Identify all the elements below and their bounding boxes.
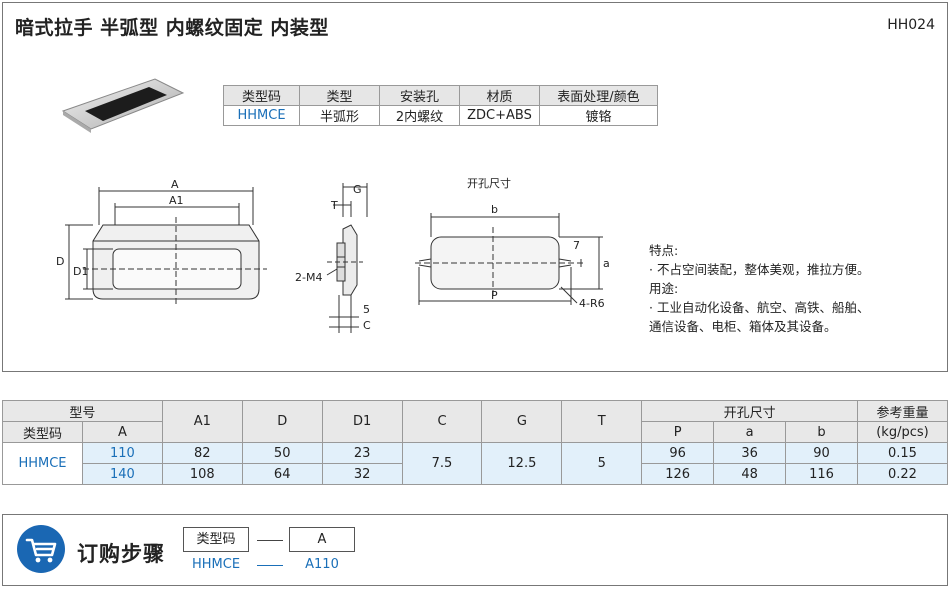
dim-label-D1: D1: [73, 265, 88, 278]
spec-header: 类型码: [223, 85, 300, 106]
product-panel: 暗式拉手 半弧型 内螺纹固定 内装型 HH024 类型码 类型 安装孔 材质 表…: [2, 2, 948, 372]
features-label: 特点:: [649, 243, 679, 258]
th-model: 型号: [2, 400, 163, 422]
cell-D: 64: [241, 463, 323, 485]
dim-label-C: C: [363, 319, 371, 332]
dim-label-radius: 4-R6: [579, 297, 605, 310]
cell-a: 48: [713, 463, 787, 485]
order-box-A: A: [289, 527, 355, 552]
th-b: b: [785, 421, 858, 443]
cell-weight: 0.15: [856, 442, 949, 464]
th-a: a: [713, 421, 787, 443]
spec-cell: 半弧形: [299, 105, 380, 126]
cell-C: 7.5: [401, 442, 483, 485]
cell-T: 5: [561, 442, 643, 485]
order-box-type: 类型码: [183, 527, 249, 552]
cell-P: 126: [641, 463, 715, 485]
dim-label-A1: A1: [169, 194, 184, 207]
cell-D1: 23: [321, 442, 403, 464]
thread-label: 2-M4: [295, 271, 322, 284]
product-image: [61, 78, 185, 133]
th-type-code: 类型码: [2, 421, 83, 443]
order-value-type: HHMCE: [191, 557, 241, 572]
th-weight: 参考重量: [856, 400, 949, 422]
th-D1: D1: [321, 400, 403, 443]
dim-label-b: b: [491, 203, 498, 216]
dim-label-A: A: [171, 178, 179, 191]
cart-icon: [17, 525, 65, 573]
type-code-cell: HHMCE: [2, 442, 83, 485]
spec-cell: 镀铬: [539, 105, 658, 126]
cell-A1: 82: [161, 442, 243, 464]
order-value-A: A110: [305, 557, 339, 572]
page-title: 暗式拉手 半弧型 内螺纹固定 内装型: [15, 17, 329, 39]
th-A1: A1: [161, 400, 243, 443]
spec-header: 类型: [299, 85, 380, 106]
dimension-table: 型号 A1 D D1 C G T 开孔尺寸 参考重量 类型码 A P a b (…: [2, 400, 949, 485]
usage-text: · 工业自动化设备、航空、高铁、船舶、: [649, 300, 870, 315]
th-P: P: [641, 421, 715, 443]
order-dash: [257, 565, 283, 566]
dim-label-a: a: [603, 257, 610, 270]
spec-header: 表面处理/颜色: [539, 85, 658, 106]
cell-G: 12.5: [481, 442, 563, 485]
spec-cell: 2内螺纹: [379, 105, 460, 126]
cell-D: 50: [241, 442, 323, 464]
cell-A: 140: [81, 463, 163, 485]
cutout-drawing: 开孔尺寸 b P 7 a 4-R6: [415, 176, 610, 310]
cell-a: 36: [713, 442, 787, 464]
th-A: A: [81, 421, 163, 443]
spec-header: 安装孔: [379, 85, 460, 106]
usage-label: 用途:: [649, 281, 679, 296]
product-code: HH024: [887, 17, 935, 33]
front-view-drawing: A A1 D D1: [56, 178, 267, 305]
cell-weight: 0.22: [856, 463, 949, 485]
cell-D1: 32: [321, 463, 403, 485]
cell-A1: 108: [161, 463, 243, 485]
dim-label-T: T: [330, 199, 338, 212]
cutout-title: 开孔尺寸: [467, 176, 511, 190]
dim-label-7: 7: [573, 239, 580, 252]
cell-P: 96: [641, 442, 715, 464]
features-block: 特点: · 不占空间装配，整体美观，推拉方便。 用途: · 工业自动化设备、航空…: [649, 241, 869, 336]
order-panel: 订购步骤 类型码 A HHMCE A110: [2, 514, 948, 586]
th-D: D: [241, 400, 323, 443]
order-title: 订购步骤: [77, 542, 165, 566]
th-T: T: [561, 400, 643, 443]
spec-header: 材质: [459, 85, 540, 106]
dim-label-5: 5: [363, 303, 370, 316]
th-G: G: [481, 400, 563, 443]
side-view-drawing: G T 2-M4 5 C: [295, 183, 371, 333]
dim-label-G: G: [353, 183, 362, 196]
order-dash: [257, 540, 283, 541]
usage-text: 通信设备、电柜、箱体及其设备。: [649, 319, 837, 334]
cell-b: 90: [785, 442, 858, 464]
dim-label-P: P: [491, 289, 498, 302]
dim-label-D: D: [56, 255, 64, 268]
th-weight-unit: (kg/pcs): [856, 421, 949, 443]
cell-b: 116: [785, 463, 858, 485]
spec-table: 类型码 类型 安装孔 材质 表面处理/颜色 HHMCE 半弧形 2内螺纹 ZDC…: [223, 85, 658, 126]
spec-cell: ZDC+ABS: [459, 105, 540, 126]
features-text: · 不占空间装配，整体美观，推拉方便。: [649, 262, 870, 277]
cell-A: 110: [81, 442, 163, 464]
th-cutout: 开孔尺寸: [641, 400, 858, 422]
th-C: C: [401, 400, 483, 443]
spec-cell: HHMCE: [223, 105, 300, 126]
